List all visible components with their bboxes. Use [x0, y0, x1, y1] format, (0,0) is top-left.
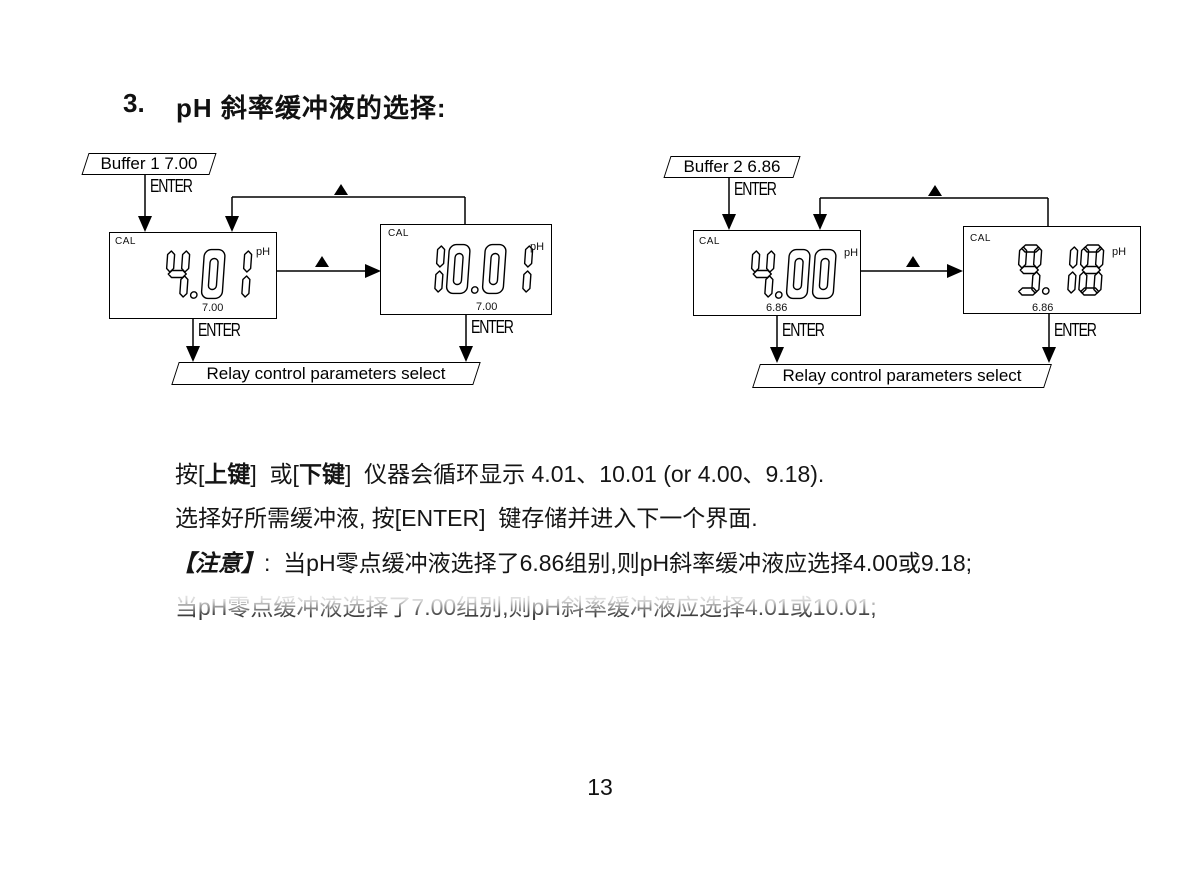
seven-segment-value	[417, 243, 539, 296]
arrow-down-icon	[722, 214, 736, 230]
buffer-sub-value: 7.00	[476, 301, 498, 313]
arrow-down-icon	[770, 347, 784, 363]
lcd-display: CAL pH 7.00	[380, 224, 552, 315]
arrow-down-icon	[225, 216, 239, 232]
flow-end-label: Relay control parameters select	[206, 363, 446, 383]
ph-unit-label: pH	[844, 247, 859, 259]
section-title: pH 斜率缓冲液的选择:	[176, 93, 447, 123]
cal-indicator: CAL	[115, 236, 136, 247]
cal-indicator: CAL	[388, 228, 409, 239]
arrow-down-icon	[138, 216, 152, 232]
enter-key-label: ENTER	[1054, 320, 1097, 340]
buffer-sub-value: 7.00	[202, 302, 224, 314]
flow-end-parallelogram: Relay control parameters select	[171, 362, 481, 385]
ph-unit-label: pH	[530, 241, 545, 253]
enter-key-label: ENTER	[198, 320, 241, 340]
flow-connectors	[138, 175, 473, 362]
note-label: 【注意】	[172, 550, 264, 576]
buffer-sub-value: 6.86	[766, 302, 788, 314]
page-number: 13	[587, 774, 613, 800]
flow-start-label: Buffer 2 6.86	[683, 157, 781, 176]
flow-start-label: Buffer 1 7.00	[100, 154, 198, 173]
buffer-sub-value: 6.86	[1032, 302, 1054, 314]
cal-indicator: CAL	[699, 236, 720, 247]
arrow-down-icon	[186, 346, 200, 362]
flow-start-parallelogram: Buffer 2 6.86	[663, 156, 801, 178]
enter-key-label: ENTER	[150, 176, 193, 196]
seven-segment-value	[1014, 244, 1110, 297]
arrow-down-icon	[459, 346, 473, 362]
cal-indicator: CAL	[970, 233, 991, 244]
lcd-display: CAL pH 6.86	[963, 226, 1141, 314]
flow-end-parallelogram: Relay control parameters select	[752, 364, 1052, 388]
flow-diagram-buffer2: Buffer 2 6.86 ENTER CAL pH 6.86 CAL pH 6…	[663, 150, 1157, 410]
lcd-display: CAL pH 7.00	[109, 232, 277, 319]
instruction-line-1: 按[上键] 或[下键] 仪器会循环显示 4.01、10.01 (or 4.00、…	[175, 455, 824, 489]
up-key-icon	[906, 256, 920, 267]
arrow-right-icon	[947, 264, 963, 278]
flow-start-parallelogram: Buffer 1 7.00	[81, 153, 217, 175]
instruction-text: ] 仪器会循环显示 4.01、10.01 (or 4.00、9.18).	[344, 461, 825, 487]
seven-segment-value	[162, 248, 258, 301]
enter-key-label: ENTER	[782, 320, 825, 340]
note-text: : 当pH零点缓冲液选择了6.86组别,则pH斜率缓冲液应选择4.00或9.18…	[264, 550, 973, 576]
seven-segment-value	[747, 248, 843, 301]
note-line-2-faded: 当pH零点缓冲液选择了7.00组别,则pH斜率缓冲液应选择4.01或10.01;	[175, 594, 877, 620]
arrow-down-icon	[1042, 347, 1056, 363]
up-key-icon	[334, 184, 348, 195]
up-key-icon	[928, 185, 942, 196]
section-number: 3.	[123, 88, 145, 118]
note-line: 【注意】: 当pH零点缓冲液选择了6.86组别,则pH斜率缓冲液应选择4.00或…	[172, 544, 972, 578]
instruction-text: ] 或[	[250, 461, 299, 487]
instruction-line-2: 选择好所需缓冲液, 按[ENTER] 键存储并进入下一个界面.	[175, 505, 758, 531]
ph-unit-label: pH	[1112, 246, 1127, 258]
down-key-text: 下键	[298, 461, 345, 487]
up-key-icon	[315, 256, 329, 267]
arrow-down-icon	[813, 214, 827, 230]
lcd-display: CAL pH 6.86	[693, 230, 861, 316]
enter-key-label: ENTER	[471, 317, 514, 337]
flow-end-label: Relay control parameters select	[782, 366, 1022, 385]
flow-diagram-buffer1: Buffer 1 7.00 ENTER CAL pH 7.00 CAL pH 7…	[81, 150, 577, 410]
enter-key-label: ENTER	[734, 179, 777, 199]
arrow-right-icon	[365, 264, 381, 278]
ph-unit-label: pH	[256, 246, 271, 258]
flow-connectors	[722, 178, 1056, 363]
instruction-text: 按[	[175, 461, 205, 487]
up-key-text: 上键	[204, 461, 251, 487]
